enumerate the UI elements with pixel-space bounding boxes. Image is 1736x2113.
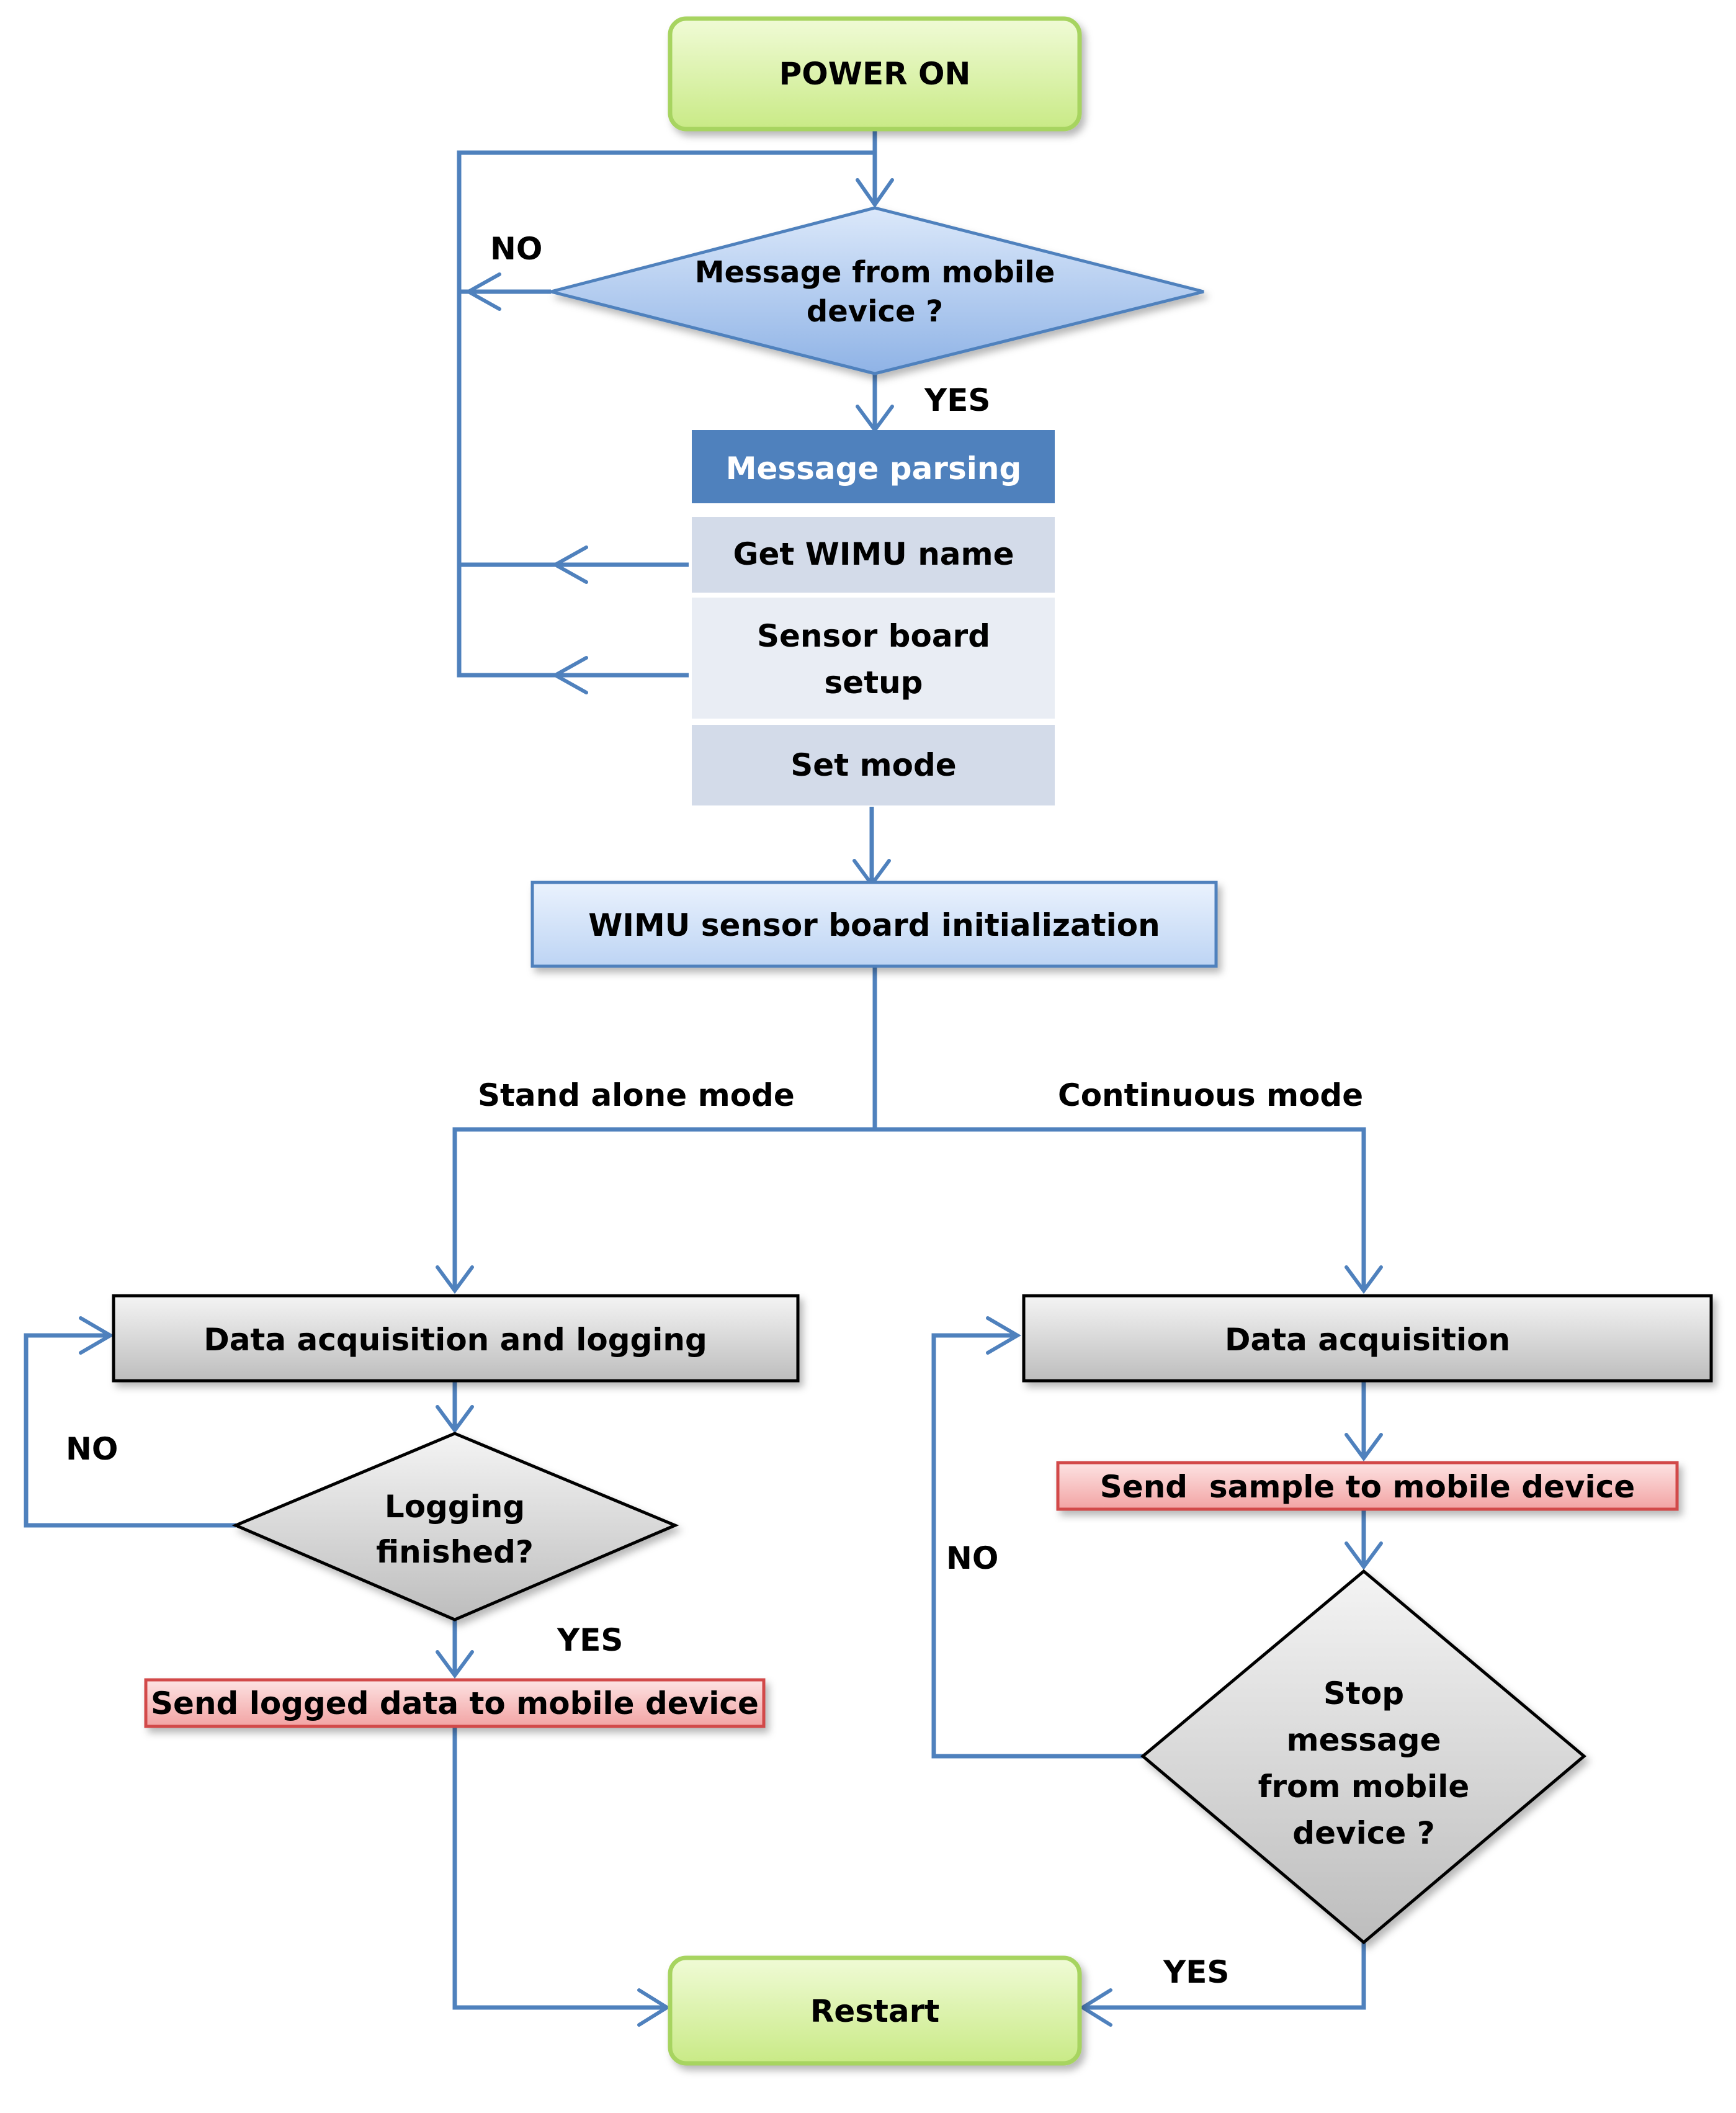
node-data-acq: Data acquisition [1022,1294,1713,1383]
label-continuous: Continuous mode [1058,1077,1363,1113]
get-wimu-name-label: Get WIMU name [733,536,1014,572]
sensor-board-setup-line-1: Sensor board [757,618,990,654]
arrowhead-data-acq-logging [436,1265,474,1294]
arrowhead-no-left [79,1316,114,1355]
edge-split-bar [452,1127,1366,1291]
restart-label: Restart [810,1993,939,2029]
label-yes-right: YES [1163,1954,1229,1990]
data-acq-logging-label: Data acquisition and logging [204,1322,707,1358]
arrowhead-stop [1345,1541,1383,1571]
arrowhead-restart-right [1079,1988,1112,2027]
sensor-board-setup-line-2: setup [825,665,923,701]
node-message-decision: Message from mobile device ? [550,206,1204,375]
label-stand-alone: Stand alone mode [478,1077,795,1113]
data-acq-label: Data acquisition [1225,1322,1510,1358]
edge-no-left [24,1333,236,1528]
node-restart: Restart [668,1955,1082,2066]
label-yes-top: YES [924,382,990,418]
arrowhead-decision-top [856,178,894,209]
logging-finished-line-2: finished? [376,1534,534,1570]
message-parsing-label: Message parsing [726,451,1022,487]
set-mode-row [692,725,1055,805]
send-sample-label: Send sample to mobile device [1100,1469,1635,1505]
sensor-board-setup-row [692,598,1055,719]
node-message-parsing-stack: Message parsing Get WIMU name Sensor boa… [692,430,1055,805]
arrowhead-sensor-setup [551,656,588,694]
stop-decision-line-2: message [1287,1722,1441,1758]
set-mode-label: Set mode [790,747,956,783]
connectors [24,130,1383,2027]
node-power-on: POWER ON [668,16,1082,132]
arrowhead-restart-left [637,1988,671,2027]
edge-no-right [931,1333,1143,1759]
node-send-sample: Send sample to mobile device [1056,1461,1679,1511]
message-decision-line-1: Message from mobile [695,255,1055,290]
node-send-logged: Send logged data to mobile device [144,1678,766,1728]
node-data-acq-logging: Data acquisition and logging [112,1294,800,1383]
logging-finished-line-1: Logging [385,1489,525,1525]
arrowhead-data-acq [1345,1265,1383,1294]
label-no-top: NO [490,231,542,267]
arrowhead-send-sample [1345,1433,1383,1462]
label-no-right: NO [946,1540,998,1576]
stop-decision-line-1: Stop [1323,1676,1404,1711]
label-no-left: NO [66,1431,118,1467]
arrowhead-logging [436,1405,474,1434]
edge-yes-right [1083,1942,1366,2010]
message-parsing-header [692,430,1055,503]
edge-labels: NO YES Stand alone mode Continuous mode … [66,231,1363,1990]
edge-sendlogged-to-restart [452,1726,667,2010]
node-wimu-init: WIMU sensor board initialization [530,881,1218,968]
message-decision-line-2: device ? [807,294,943,329]
power-on-label: POWER ON [779,56,971,92]
send-logged-label: Send logged data to mobile device [151,1685,759,1721]
arrowhead-get-name [551,545,588,584]
arrowhead-no-right [986,1316,1021,1355]
arrowhead-no-top [464,272,501,311]
label-yes-left: YES [557,1622,623,1658]
arrowhead-send-logged [436,1650,474,1679]
get-wimu-name-row [692,517,1055,593]
edge-loop-bus-top [457,150,875,678]
node-stop-decision: Stop message from mobile device ? [1140,1569,1586,1945]
stop-decision-line-3: from mobile [1258,1769,1470,1805]
node-logging-finished: Logging finished? [231,1432,679,1622]
wimu-init-label: WIMU sensor board initialization [588,907,1160,943]
stop-decision-line-4: device ? [1292,1815,1434,1851]
